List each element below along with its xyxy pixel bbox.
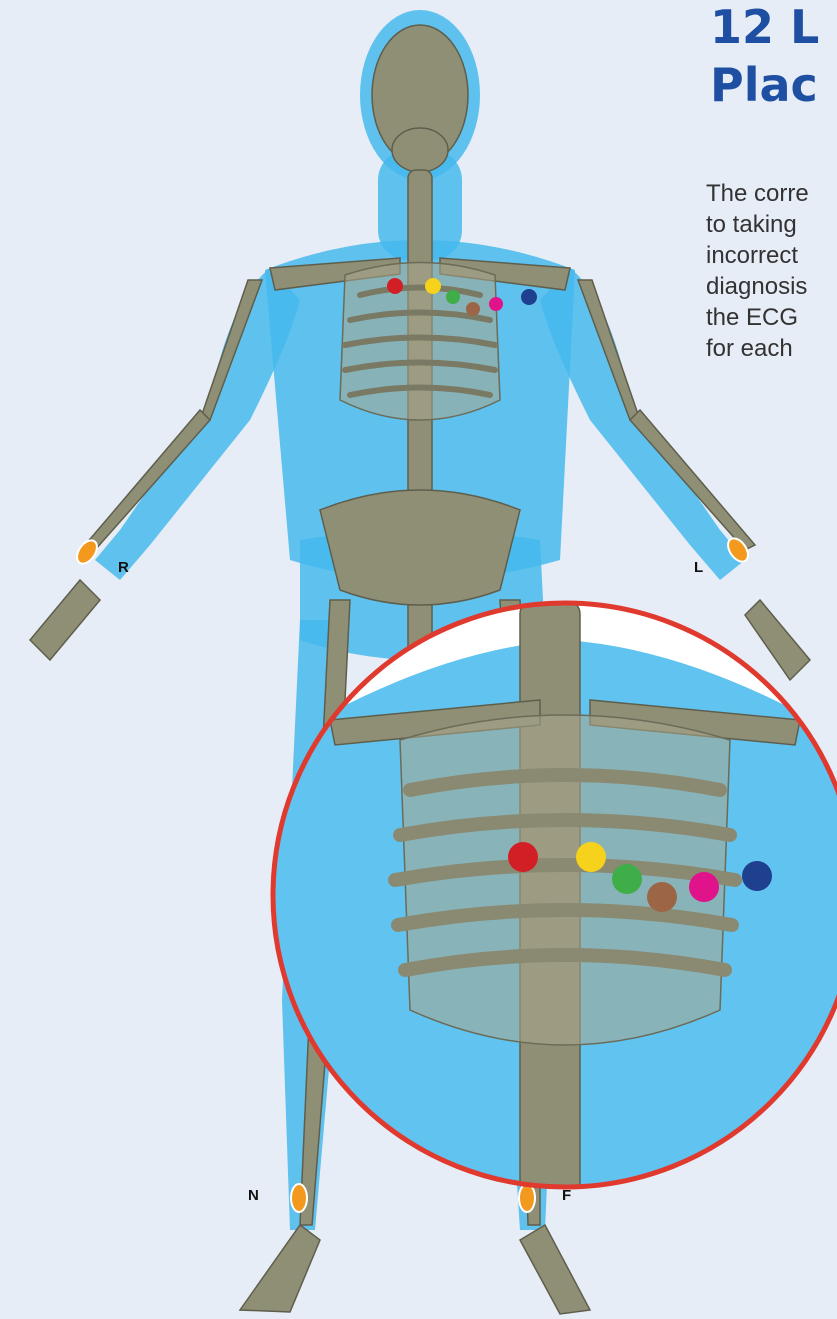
zoom-electrode-v1[interactable] <box>508 842 538 872</box>
zoom-electrode-v2[interactable] <box>576 842 606 872</box>
electrode-right-leg[interactable] <box>291 1184 307 1212</box>
zoom-electrode-v4[interactable] <box>647 882 677 912</box>
page-title-line-1: 12 L <box>710 4 819 50</box>
label-left-leg: F <box>562 1187 571 1204</box>
page-title-line-2: Plac <box>710 62 818 108</box>
electrode-v3[interactable] <box>446 290 460 304</box>
electrode-left-leg[interactable] <box>519 1184 535 1212</box>
intro-line-6: for each <box>706 333 793 364</box>
zoom-electrode-v6[interactable] <box>742 861 772 891</box>
label-right-leg: N <box>248 1187 259 1204</box>
intro-line-1: The corre <box>706 178 809 209</box>
electrode-v5[interactable] <box>489 297 503 311</box>
electrode-v6[interactable] <box>521 289 537 305</box>
label-right-arm: R <box>118 559 129 576</box>
intro-line-4: diagnosis <box>706 271 807 302</box>
electrode-v1[interactable] <box>387 278 403 294</box>
intro-line-2: to taking <box>706 209 797 240</box>
zoom-electrode-v3[interactable] <box>612 864 642 894</box>
electrode-v4[interactable] <box>466 302 480 316</box>
label-left-arm: L <box>694 559 703 576</box>
electrode-v2[interactable] <box>425 278 441 294</box>
intro-line-3: incorrect <box>706 240 798 271</box>
intro-line-5: the ECG <box>706 302 798 333</box>
zoom-electrode-v5[interactable] <box>689 872 719 902</box>
